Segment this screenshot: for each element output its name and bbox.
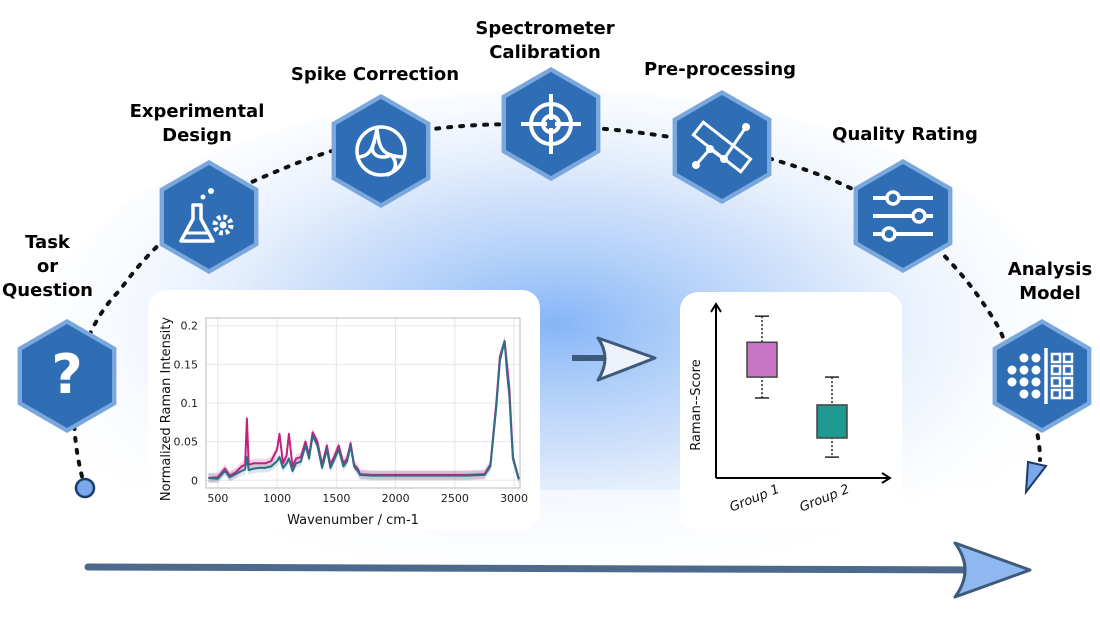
x-tick-label: 2500 <box>441 492 469 505</box>
step-design <box>159 160 259 274</box>
x-tick-label: 1500 <box>322 492 350 505</box>
dot-cell <box>1007 377 1017 387</box>
category-label: Group 1 <box>728 482 782 515</box>
hexagon-calibration <box>506 72 596 176</box>
bubble <box>200 194 206 200</box>
x-axis-label: Wavenumber / cm-1 <box>287 513 419 528</box>
flow-arrow <box>596 336 657 382</box>
square-cell <box>1050 376 1062 388</box>
box-1 <box>816 404 848 439</box>
step-spike <box>331 94 431 208</box>
dot-cell <box>1019 353 1029 363</box>
hexagon-preprocessing <box>677 95 767 199</box>
step-calibration <box>501 67 601 181</box>
graph-point <box>742 123 750 131</box>
y-tick-label: 0.2 <box>181 320 199 333</box>
dot-cell <box>1031 353 1041 363</box>
square-cell <box>1050 388 1062 400</box>
step-label-quality: Quality Rating <box>832 124 978 145</box>
step-label-spike: Spike Correction <box>290 64 460 85</box>
x-tick-label: 1000 <box>263 492 291 505</box>
square-cell <box>1062 352 1074 364</box>
boxplot-chart: Group 1 Group 2 Raman--Score <box>689 302 892 516</box>
square-cell <box>1062 376 1074 388</box>
y-tick-label: 0.1 <box>181 397 199 410</box>
crosshair-target-icon <box>521 94 581 154</box>
step-model <box>992 319 1092 433</box>
bubble <box>208 188 214 194</box>
gear-outline <box>212 214 234 236</box>
category-label: Group 2 <box>798 482 852 515</box>
y-axis-label: Raman--Score <box>689 359 704 450</box>
end-arrowhead <box>1024 460 1048 496</box>
graph-point <box>706 145 714 153</box>
x-tick-label: 3000 <box>500 492 528 505</box>
graph-point <box>720 155 728 163</box>
x-tick-label: 500 <box>207 492 228 505</box>
graph-point <box>692 161 700 169</box>
boxplot-chart-card: Group 1 Group 2 Raman--Score <box>680 292 902 530</box>
question-mark-icon: ? <box>51 343 82 406</box>
dot-cell <box>1019 377 1029 387</box>
start-dot <box>74 477 96 499</box>
x-axis-arrowhead <box>881 472 892 484</box>
graph-line <box>694 126 748 166</box>
square-cell <box>1050 364 1062 376</box>
slider-knob <box>885 190 901 206</box>
series-band-0 <box>208 336 519 484</box>
y-tick-label: 0 <box>191 474 198 487</box>
slider-knob <box>881 226 897 242</box>
plot-frame <box>205 317 521 489</box>
flask-gear-icon <box>179 188 234 243</box>
ruler-graph-icon <box>691 120 753 174</box>
y-axis-arrowhead <box>710 302 722 313</box>
dot-cell <box>1031 389 1041 399</box>
step-label-preprocessing: Pre-processing <box>643 59 797 80</box>
spike-circle <box>355 125 407 177</box>
step-preprocessing <box>672 90 772 204</box>
hexagon-design <box>164 165 254 269</box>
gear-hub <box>219 221 227 229</box>
dot-cell <box>1031 365 1041 375</box>
question-mark-glyph: ? <box>51 343 82 406</box>
dot-cell <box>1031 377 1041 387</box>
series-line-0 <box>208 340 520 479</box>
spectrum-chart: 500 1000 1500 2000 2500 3000 0 0.05 0.1 0.15 0.2Wa… <box>159 317 528 528</box>
flask-outline <box>179 203 215 243</box>
square-cell <box>1050 352 1062 364</box>
hexagon-spike <box>336 99 426 203</box>
y-tick-label: 0.15 <box>174 358 199 371</box>
y-tick-label: 0.05 <box>174 436 199 449</box>
spike-correction-icon <box>355 125 407 177</box>
dot-cell <box>1019 389 1029 399</box>
slider-knob <box>911 208 927 224</box>
hexagon-model <box>997 324 1087 428</box>
series-line-1 <box>208 340 520 480</box>
dot-cell <box>1007 365 1017 375</box>
box-0 <box>746 341 778 378</box>
hexagon-task <box>22 324 112 428</box>
y-axis-label: Normalized Raman Intensity <box>159 317 174 501</box>
correction-curve <box>370 140 398 177</box>
x-tick-label: 2000 <box>382 492 410 505</box>
square-cell <box>1062 388 1074 400</box>
step-task: ? <box>17 319 117 433</box>
sliders-icon <box>873 190 933 242</box>
timeline-arrowhead <box>953 541 1032 599</box>
timeline-shaft <box>84 563 994 574</box>
square-cell <box>1062 364 1074 376</box>
classification-grid-icon <box>1007 348 1074 404</box>
step-quality <box>853 159 953 273</box>
dot-cell <box>1019 365 1029 375</box>
